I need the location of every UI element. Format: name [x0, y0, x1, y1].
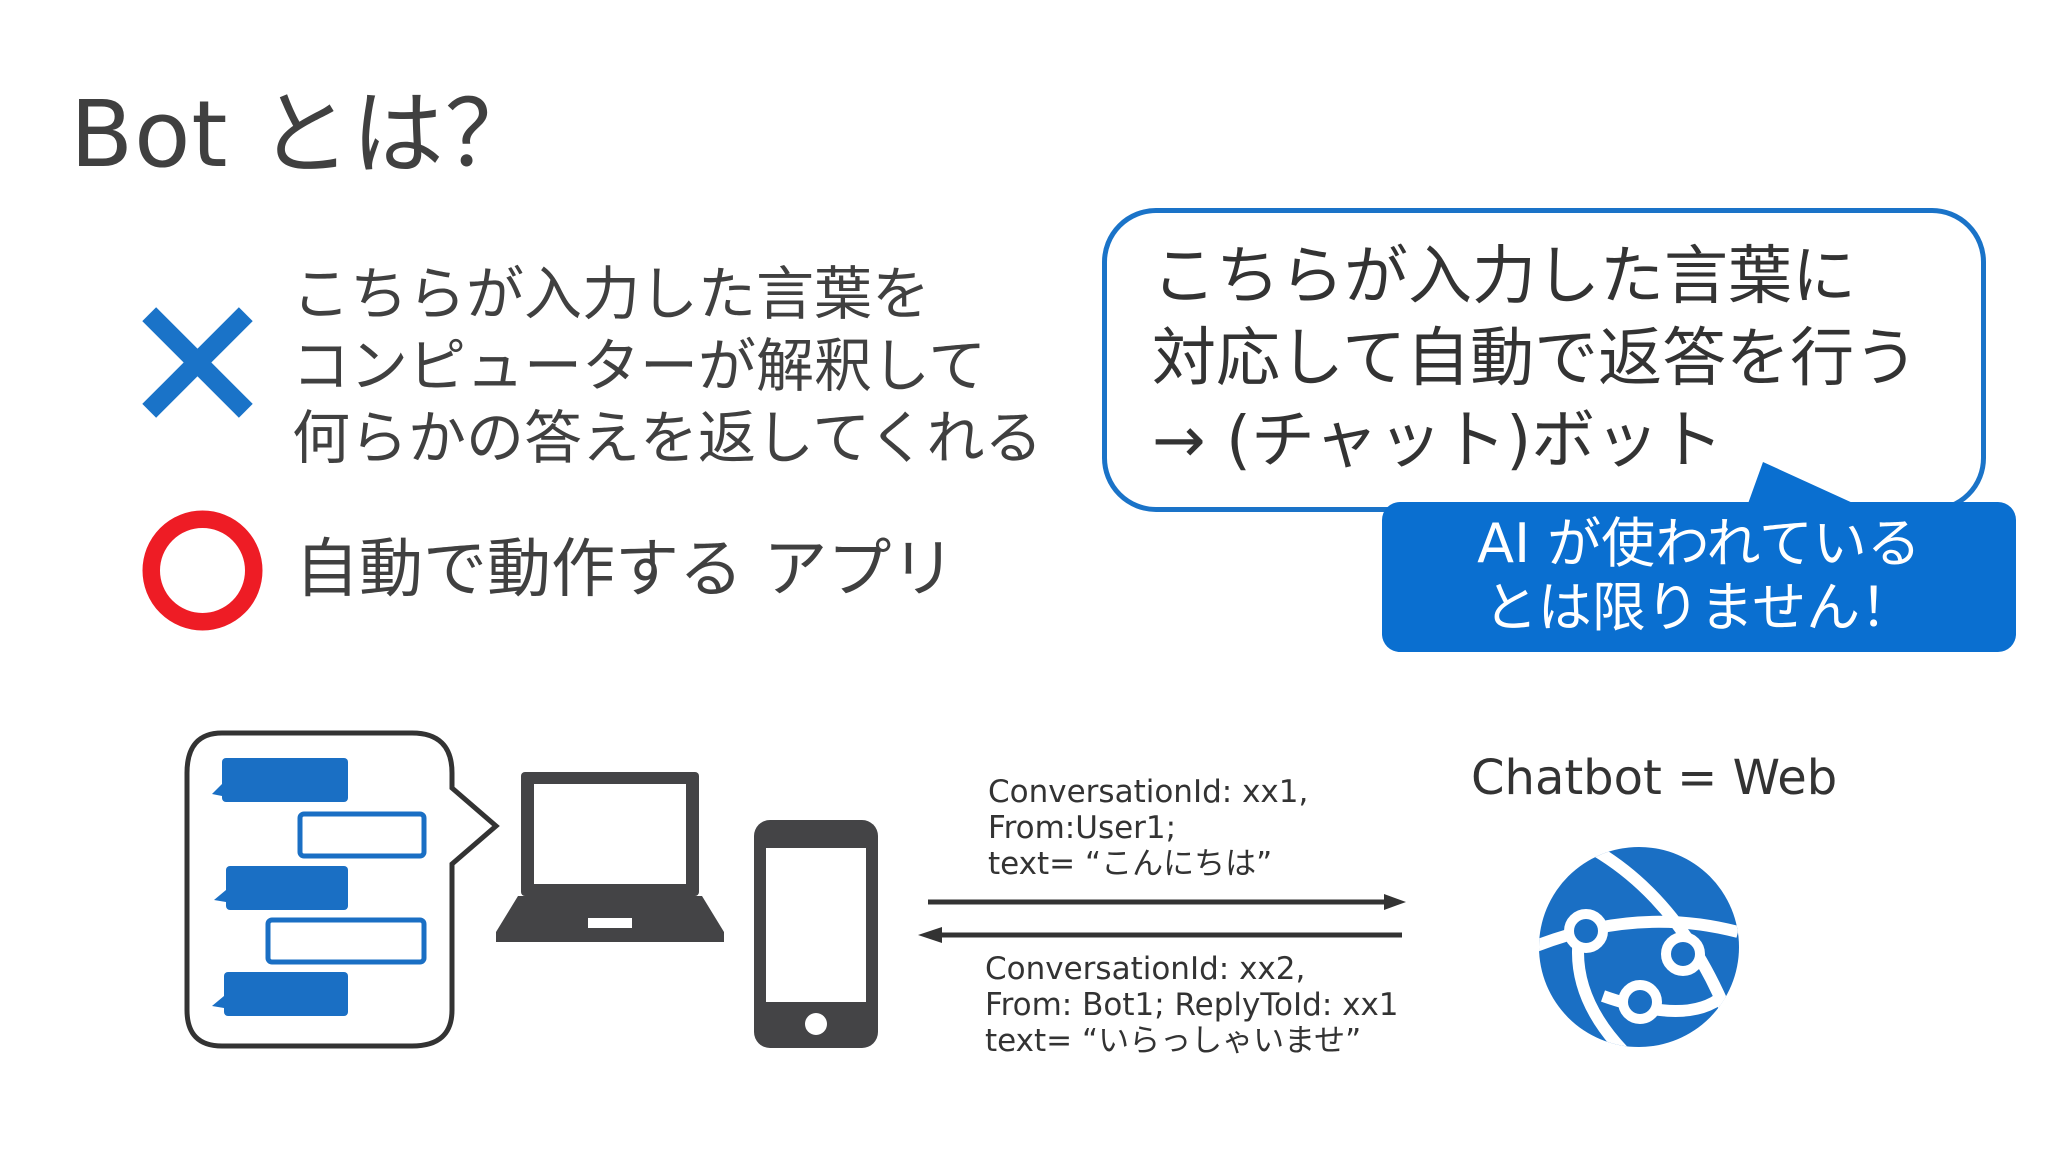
response-line: ConversationId: xx2,	[985, 951, 1306, 987]
bubble-line: こちらが入力した言葉に	[1152, 240, 1856, 314]
chat-window-icon	[184, 730, 500, 1049]
response-arrow	[918, 927, 1402, 943]
cross-mark-icon	[142, 307, 253, 418]
callout-line: とは限りません！	[1483, 576, 1915, 639]
bubble-line: → (チャット)ボット	[1152, 404, 1724, 478]
circle-mark-icon	[142, 510, 263, 631]
correct-definition-text: 自動で動作する アプリ	[295, 533, 956, 607]
request-line: text= “こんにちは”	[988, 846, 1273, 882]
web-app-globe-icon	[1539, 847, 1739, 1047]
smartphone-icon	[754, 820, 878, 1048]
response-line: text= “いらっしゃいませ”	[985, 1023, 1362, 1059]
response-line: From: Bot1; ReplyToId: xx1	[985, 987, 1399, 1023]
wrong-line: 何らかの答えを返してくれる	[292, 404, 1043, 472]
request-arrow	[928, 894, 1406, 910]
callout-line: AI が使われている	[1477, 512, 1921, 575]
bubble-line: 対応して自動で返答を行う	[1152, 322, 1919, 396]
callout-tail	[1745, 462, 1855, 512]
wrong-line: コンピューターが解釈して	[292, 332, 987, 400]
request-message: ConversationId: xx1, From:User1; text= “…	[988, 774, 1308, 882]
definition-bubble	[1102, 208, 1986, 512]
wrong-line: こちらが入力した言葉を	[292, 260, 931, 328]
wrong-definition-text: こちらが入力した言葉を コンピューターが解釈して 何らかの答えを返してくれる	[292, 258, 1043, 474]
slide-title: Bot とは？	[70, 81, 538, 188]
server-label: Chatbot = Web	[1471, 750, 1838, 806]
laptop-icon	[496, 772, 724, 942]
request-line: From:User1;	[988, 810, 1177, 846]
response-message: ConversationId: xx2, From: Bot1; ReplyTo…	[985, 951, 1399, 1059]
request-line: ConversationId: xx1,	[988, 774, 1309, 810]
ai-callout: AI が使われている とは限りません！	[1382, 502, 2016, 652]
bubble-text: こちらが入力した言葉に 対応して自動で返答を行う → (チャット)ボット	[1152, 236, 1918, 482]
